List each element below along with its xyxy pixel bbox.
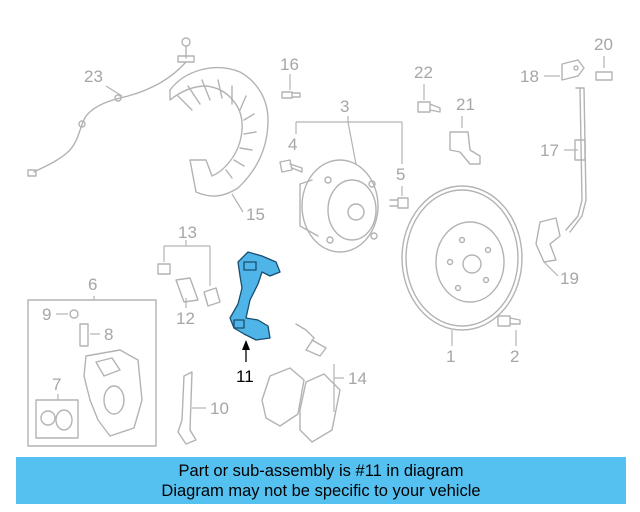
part-4-bolt[interactable] (279, 159, 303, 173)
label-8: 8 (104, 325, 113, 344)
label-14: 14 (348, 369, 367, 388)
part-2-screw[interactable] (497, 315, 521, 327)
label-5: 5 (396, 165, 405, 184)
label-12: 12 (176, 309, 195, 328)
label-18: 18 (520, 67, 539, 86)
part-5-bolt[interactable] (389, 197, 409, 209)
part-11-caliper-bracket[interactable] (229, 251, 281, 341)
label-20: 20 (594, 35, 613, 54)
label-6: 6 (88, 275, 97, 294)
part-1-brake-disc[interactable] (401, 185, 523, 331)
banner-line-1: Part or sub-assembly is #11 in diagram (178, 462, 464, 480)
label-19: 19 (560, 269, 579, 288)
part-22-bolt[interactable] (417, 101, 441, 113)
part-6-caliper-assembly[interactable] (27, 299, 157, 447)
label-2: 2 (510, 347, 519, 366)
part-17-brake-hose[interactable] (565, 87, 587, 233)
part-3-wheel-hub[interactable] (299, 159, 379, 253)
part-23-sensor-wire[interactable] (27, 37, 195, 177)
part-7-piston-seal-kit[interactable] (35, 399, 79, 439)
label-11: 11 (236, 367, 254, 386)
part-10-clip[interactable] (177, 371, 197, 445)
parts-diagram: 23 15 16 3 4 5 22 21 (27, 35, 613, 447)
label-4: 4 (288, 135, 297, 154)
info-banner: Part or sub-assembly is #11 in diagram D… (16, 457, 626, 504)
part-19-bracket[interactable] (535, 217, 561, 263)
label-22: 22 (414, 63, 433, 82)
banner-line-2: Diagram may not be specific to your vehi… (161, 482, 481, 500)
part-15-dust-shield[interactable] (169, 66, 269, 197)
part-13-guide-pins[interactable] (157, 263, 221, 307)
part-9-cap[interactable] (69, 309, 79, 319)
part-18-bracket[interactable] (561, 59, 585, 81)
label-23: 23 (84, 67, 103, 86)
label-9: 9 (42, 305, 51, 324)
label-15: 15 (246, 205, 265, 224)
label-13: 13 (178, 223, 197, 242)
label-1: 1 (446, 347, 455, 366)
part-16-bolt[interactable] (281, 91, 301, 99)
label-7: 7 (52, 375, 61, 394)
part-21-speed-sensor[interactable] (449, 131, 481, 165)
label-3: 3 (340, 97, 349, 116)
label-17: 17 (540, 141, 559, 160)
part-20-clip[interactable] (595, 71, 613, 81)
label-21: 21 (456, 95, 475, 114)
label-10: 10 (210, 399, 229, 418)
part-14-brake-pads[interactable] (261, 323, 341, 443)
part-8-bleeder[interactable] (79, 323, 89, 347)
label-16: 16 (280, 55, 299, 74)
